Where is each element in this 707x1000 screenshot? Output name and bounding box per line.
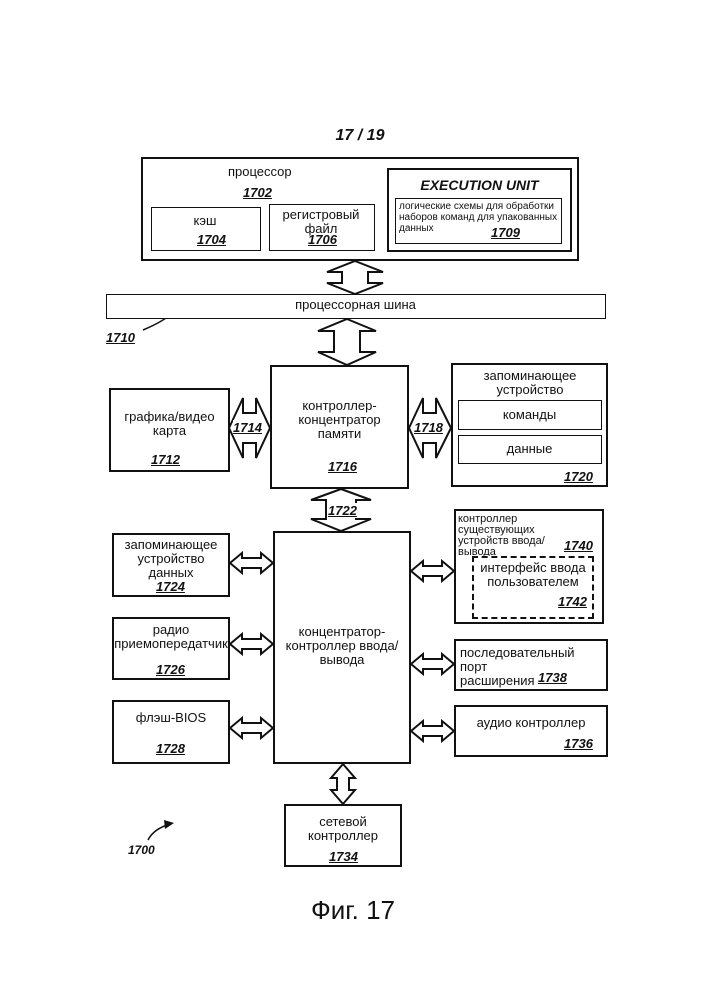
system-leader-arrowhead	[164, 820, 174, 829]
processor-bus-label: процессорная шина	[107, 298, 604, 312]
arrow-processor-bus	[327, 261, 383, 294]
flash-bios-ref: 1728	[156, 741, 185, 756]
register-file-ref: 1706	[308, 232, 337, 247]
packed-data-logic-block: логические схемы для обработки наборов к…	[395, 198, 562, 244]
serial-expansion-port-label: последовательный порт расширения	[460, 646, 542, 688]
link-1722-ref: 1722	[328, 503, 357, 518]
legacy-io-controller-block: контроллер существующих устройств ввода/…	[454, 509, 604, 624]
flash-bios-block: флэш-BIOS 1728	[112, 700, 230, 764]
arrow-radio-ich	[230, 634, 273, 654]
processor-bus-ref: 1710	[106, 330, 135, 345]
packed-data-logic-label: логические схемы для обработки наборов к…	[399, 201, 559, 234]
arrow-bios-ich	[230, 718, 273, 738]
arrow-ich-audio	[411, 721, 454, 741]
memory-ref: 1720	[564, 469, 593, 484]
arrow-ich-legacy	[411, 561, 454, 581]
legacy-io-controller-ref: 1740	[564, 538, 593, 553]
link-1718-ref: 1718	[414, 420, 443, 435]
audio-controller-ref: 1736	[564, 736, 593, 751]
data-storage-label: запоминающее устройство данных	[120, 538, 222, 580]
memory-block: запоминающее устройство команды данные 1…	[451, 363, 608, 487]
system-ref: 1700	[128, 843, 155, 857]
network-controller-ref: 1734	[329, 849, 358, 864]
arrow-storage-ich	[230, 553, 273, 573]
link-1714-ref: 1714	[233, 420, 262, 435]
wireless-transceiver-ref: 1726	[156, 662, 185, 677]
memory-controller-hub-block: контроллер-концентратор памяти 1716	[270, 365, 409, 489]
io-controller-hub-label: концентратор-контроллер ввода/вывода	[279, 625, 405, 667]
register-file-block: регистровый файл 1706	[269, 204, 375, 251]
flash-bios-label: флэш-BIOS	[114, 711, 228, 725]
cache-label: кэш	[152, 214, 258, 228]
execution-unit-title: EXECUTION UNIT	[389, 178, 570, 192]
data-storage-ref: 1724	[156, 579, 185, 594]
arrow-ich-serial	[411, 654, 454, 674]
graphics-card-block: графика/видео карта 1712	[109, 388, 230, 472]
processor-bus: процессорная шина	[106, 294, 606, 319]
data-storage-block: запоминающее устройство данных 1724	[112, 533, 230, 597]
graphics-card-ref: 1712	[151, 452, 180, 467]
memory-instructions-block: команды	[458, 400, 602, 430]
serial-expansion-port-block: последовательный порт расширения 1738	[454, 639, 608, 691]
execution-unit-block: EXECUTION UNIT логические схемы для обра…	[387, 168, 572, 252]
io-controller-hub-block: концентратор-контроллер ввода/вывода	[273, 531, 411, 764]
network-controller-block: сетевой контроллер 1734	[284, 804, 402, 867]
user-input-interface-label: интерфейс ввода пользователем	[474, 561, 592, 589]
network-controller-label: сетевой контроллер	[286, 815, 400, 843]
processor-block: процессор 1702 кэш 1704 регистровый файл…	[141, 157, 579, 261]
page-number: 17 / 19	[320, 129, 400, 143]
cache-block: кэш 1704	[151, 207, 261, 251]
memory-instructions-label: команды	[459, 408, 600, 422]
packed-data-logic-ref: 1709	[491, 225, 520, 240]
memory-label: запоминающее устройство	[471, 369, 589, 397]
processor-label: процессор	[228, 165, 292, 179]
user-input-interface-ref: 1742	[558, 594, 587, 609]
audio-controller-block: аудио контроллер 1736	[454, 705, 608, 757]
user-input-interface-block: интерфейс ввода пользователем 1742	[472, 556, 594, 619]
audio-controller-label: аудио контроллер	[456, 716, 606, 730]
serial-expansion-port-ref: 1738	[538, 670, 567, 685]
cache-ref: 1704	[197, 232, 226, 247]
memory-controller-hub-ref: 1716	[328, 459, 357, 474]
memory-data-block: данные	[458, 435, 602, 464]
arrow-ich-network	[331, 764, 355, 804]
memory-data-label: данные	[459, 442, 600, 456]
arrow-bus-mch	[318, 319, 376, 365]
wireless-transceiver-block: радио приемопередатчик 1726	[112, 617, 230, 680]
graphics-card-label: графика/видео карта	[111, 410, 228, 438]
wireless-transceiver-label: радио приемопередатчик	[114, 623, 228, 651]
legacy-io-controller-label: контроллер существующих устройств ввода/…	[458, 514, 563, 558]
memory-controller-hub-label: контроллер-концентратор памяти	[276, 399, 403, 441]
figure-caption: Фиг. 17	[283, 895, 423, 925]
processor-ref: 1702	[243, 185, 272, 200]
